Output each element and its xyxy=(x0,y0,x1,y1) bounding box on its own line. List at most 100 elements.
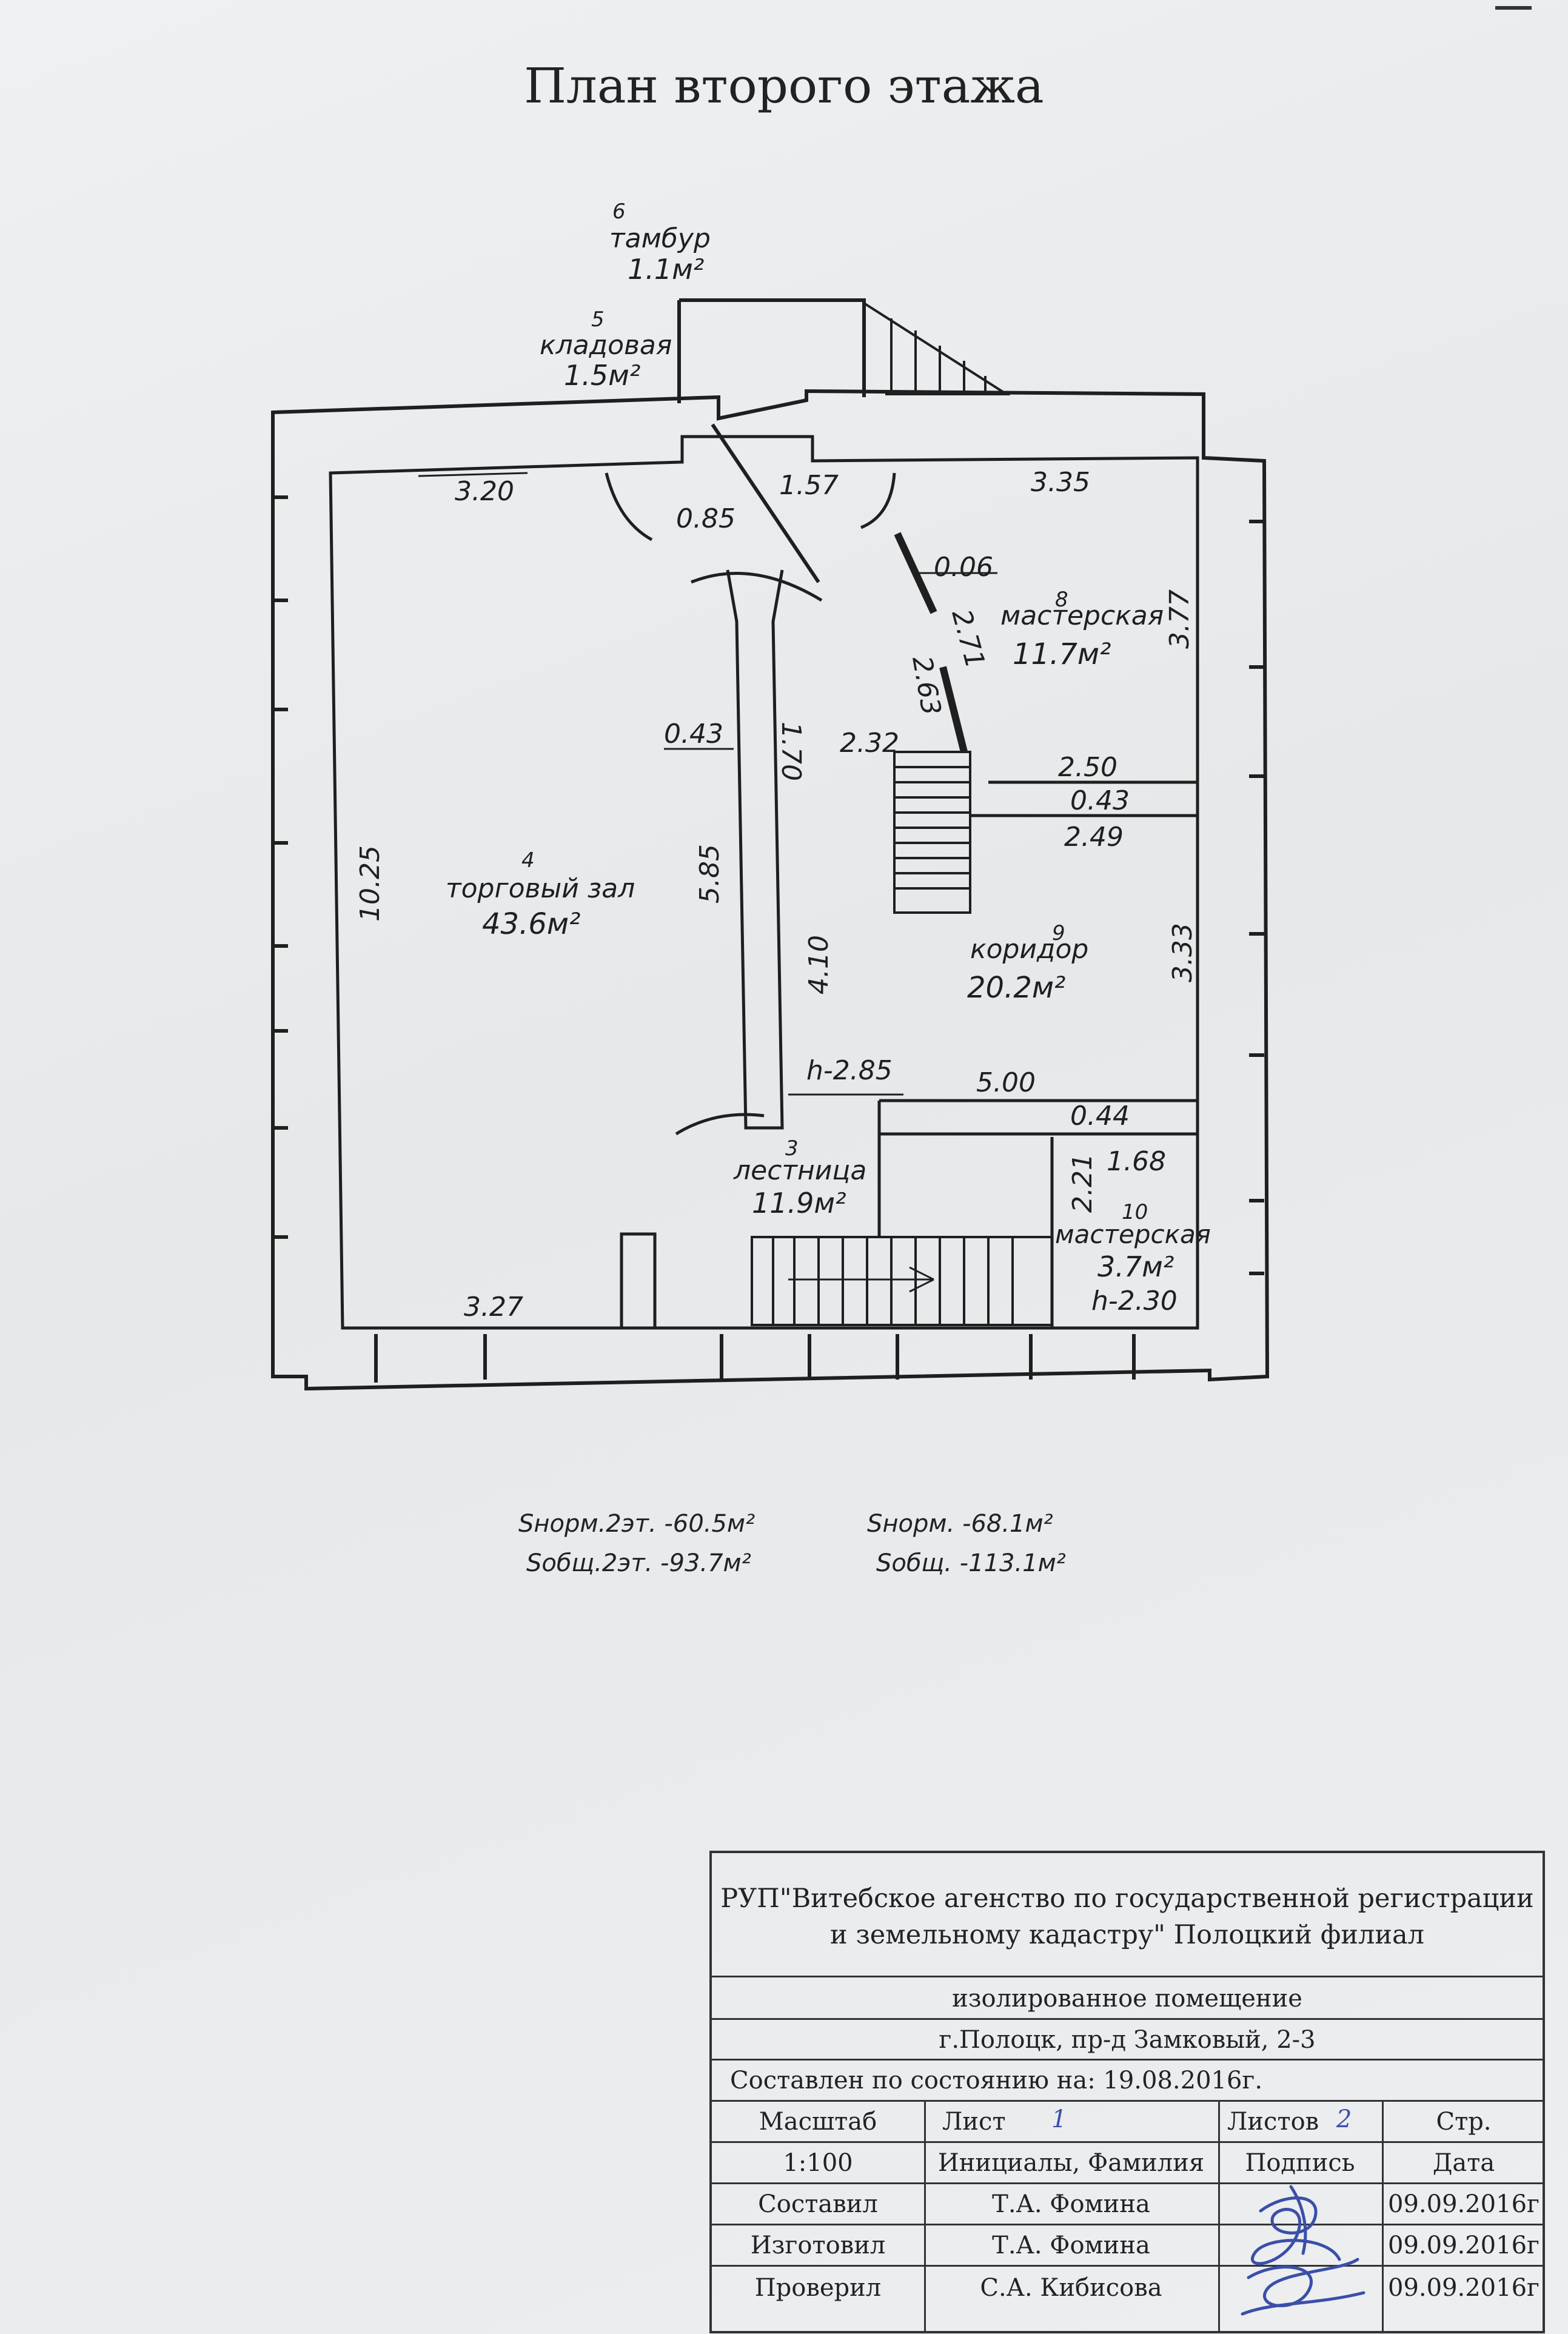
bottom-piers xyxy=(374,1334,1136,1383)
room-5-name: кладовая xyxy=(540,330,672,361)
room-5-num: 5 xyxy=(591,307,605,332)
area-norm-floor: Sнорм.2эт. -60.5м² xyxy=(518,1510,756,1538)
stamp-object: изолированное помещение xyxy=(952,1985,1302,2013)
room-4-area: 43.6м² xyxy=(482,907,580,941)
dim-377: 3.77 xyxy=(1164,589,1195,649)
center-partition xyxy=(726,569,784,1130)
dim-h285: h-2.85 xyxy=(806,1055,893,1086)
dim-157: 1.57 xyxy=(779,470,839,501)
room-8-name: мастерская xyxy=(1000,600,1164,631)
dim-line-320 xyxy=(418,472,528,477)
left-piers xyxy=(273,495,288,1239)
diagonal-wall xyxy=(711,423,820,583)
room-6-name: тамбур xyxy=(609,223,711,254)
area-norm-total: Sнорм. -68.1м² xyxy=(867,1510,1053,1538)
stamp-name: С.А. Кибисова xyxy=(980,2274,1162,2302)
room-9-area: 20.2м² xyxy=(967,971,1065,1005)
stamp-role: Проверил xyxy=(754,2274,882,2302)
dim-327: 3.27 xyxy=(464,1292,523,1323)
pillar-bottom xyxy=(620,1232,657,1330)
stamp-state: Составлен по состоянию на: 19.08.2016г. xyxy=(730,2067,1263,2094)
dim-250: 2.50 xyxy=(1058,752,1117,783)
stamp-date-label: Дата xyxy=(1432,2149,1495,2177)
room-3-area: 11.9м² xyxy=(752,1187,846,1219)
dim-043a: 0.43 xyxy=(664,719,723,749)
dim-271: 2.71 xyxy=(945,606,991,672)
signature xyxy=(1241,2185,1365,2316)
dim-1025: 10.25 xyxy=(355,845,386,922)
stamp-scale-label: Масштаб xyxy=(759,2108,877,2136)
outer-wall xyxy=(271,389,1270,1391)
vestibule-block xyxy=(677,298,866,403)
stamp-scale-value: 1:100 xyxy=(783,2149,853,2177)
stamp-sheets-value: 2 xyxy=(1336,2105,1352,2133)
interior-stair xyxy=(893,751,971,914)
stair-arrow-line xyxy=(788,1266,934,1293)
door-arc-center xyxy=(691,571,823,602)
dim-232: 2.32 xyxy=(840,728,899,759)
area-total: Sобщ. -113.1м² xyxy=(876,1549,1066,1577)
stamp-sheet-value: 1 xyxy=(1051,2105,1067,2133)
dim-585: 5.85 xyxy=(694,844,725,904)
stamp-sheets-label: Листов xyxy=(1227,2108,1319,2136)
title-block: РУП"Витебское агенство по государственно… xyxy=(709,1851,1545,2333)
partition-lower xyxy=(877,1099,1198,1237)
dim-410: 4.10 xyxy=(803,935,834,994)
room-4-num: 4 xyxy=(521,848,535,873)
stamp-date: 09.09.2016г xyxy=(1388,2190,1540,2218)
stamp-sheet-label: Лист xyxy=(942,2108,1006,2136)
dim-044: 0.44 xyxy=(1070,1101,1130,1132)
stamp-header-row: 1:100 Инициалы, Фамилия Подпись Дата xyxy=(712,2143,1543,2184)
workshop-wall xyxy=(894,532,968,753)
dim-333: 3.33 xyxy=(1167,923,1198,982)
outdoor-stair xyxy=(863,302,1011,395)
stamp-initials-label: Инициалы, Фамилия xyxy=(937,2149,1205,2177)
dim-h230: h-2.30 xyxy=(1091,1286,1178,1316)
dim-043b: 0.43 xyxy=(1070,785,1130,816)
stamp-address-row: г.Полоцк, пр-д Замковый, 2-3 xyxy=(712,2020,1543,2061)
stamp-name: Т.А. Фомина xyxy=(992,2190,1150,2218)
dim-168: 1.68 xyxy=(1107,1146,1166,1177)
room-5-area: 1.5м² xyxy=(564,359,640,392)
door-arc-right xyxy=(860,472,896,529)
room-4-name: торговый зал xyxy=(446,873,635,904)
stamp-row-composed: Составил Т.А. Фомина 09.09.2016г xyxy=(712,2184,1543,2225)
room-10-area: 3.7м² xyxy=(1097,1250,1174,1283)
stamp-signature-label: Подпись xyxy=(1245,2149,1355,2177)
page-title: План второго этажа xyxy=(524,58,1044,114)
page-corner-mark xyxy=(1495,0,1532,10)
door-arc-left xyxy=(605,472,653,542)
dim-249: 2.49 xyxy=(1064,822,1124,853)
door-arc-stair xyxy=(675,1113,765,1136)
stamp-role: Составил xyxy=(758,2190,878,2218)
room-6-num: 6 xyxy=(612,200,626,224)
room-3-num: 3 xyxy=(785,1136,799,1161)
right-piers xyxy=(1249,520,1264,1275)
dim-006: 0.06 xyxy=(934,552,993,583)
stamp-role: Изготовил xyxy=(750,2232,886,2259)
stamp-organization: РУП"Витебское агенство по государственно… xyxy=(712,1853,1543,1977)
stamp-state-row: Составлен по состоянию на: 19.08.2016г. xyxy=(712,2061,1543,2102)
room-9-num: 9 xyxy=(1052,921,1065,945)
bottom-stair xyxy=(751,1236,1053,1326)
dim-221: 2.21 xyxy=(1067,1153,1098,1213)
stamp-row-checked: Проверил С.А. Кибисова 09.09.2016г xyxy=(712,2267,1543,2333)
room-6-area: 1.1м² xyxy=(628,253,704,286)
stamp-name: Т.А. Фомина xyxy=(992,2232,1150,2259)
stamp-address: г.Полоцк, пр-д Замковый, 2-3 xyxy=(939,2026,1316,2054)
room-10-num: 10 xyxy=(1122,1200,1148,1224)
stamp-scale-row: Масштаб Лист 1 Листов 2 Стр. xyxy=(712,2102,1543,2143)
room-8-area: 11.7м² xyxy=(1013,637,1111,671)
stamp-page-label: Стр. xyxy=(1436,2108,1492,2136)
room-8-num: 8 xyxy=(1055,588,1068,612)
dim-320: 3.20 xyxy=(455,476,514,507)
stamp-date: 09.09.2016г xyxy=(1388,2232,1540,2259)
area-total-floor: Sобщ.2эт. -93.7м² xyxy=(526,1549,751,1577)
stamp-object-row: изолированное помещение xyxy=(712,1977,1543,2020)
partition-mid xyxy=(970,780,1198,817)
room-9-name: коридор xyxy=(970,934,1088,965)
dim-170: 1.70 xyxy=(776,722,806,781)
dim-500: 5.00 xyxy=(976,1067,1036,1098)
stamp-row-made: Изготовил Т.А. Фомина 09.09.2016г xyxy=(712,2225,1543,2267)
